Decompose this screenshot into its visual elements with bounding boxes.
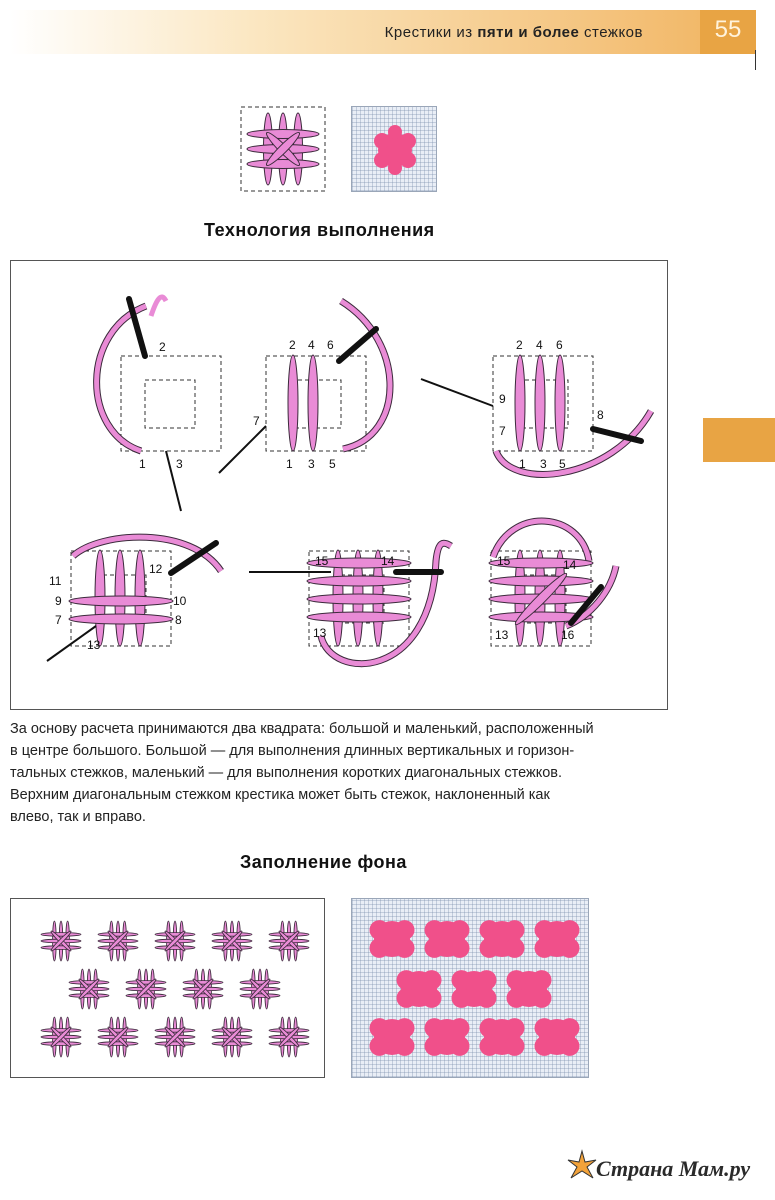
step-2-label-3: 3 [308,457,315,471]
step-6-label-15: 15 [497,554,511,568]
page-number: 55 [714,16,742,43]
step-1-diagram: 2 1 3 [93,294,222,512]
fill-stitch-motif [268,920,310,962]
step-4-diagram: 11 9 7 12 10 8 13 [46,533,224,662]
fill-stitch-motif [211,1016,253,1058]
photo-stitch-blob [506,970,552,1008]
step-1-label-2: 2 [159,340,166,354]
fill-pattern-photo [351,898,589,1078]
step-3-label-2: 2 [516,338,523,352]
step-4-label-12: 12 [149,562,163,576]
watermark: Страна Мам.ру [566,1149,766,1190]
page-number-box: 55 [700,10,756,54]
step-6-label-16: 16 [561,628,575,642]
photo-stitch-blob [374,125,416,175]
photo-stitch-blob [534,1018,580,1056]
photo-stitch-blob [369,920,415,958]
step-2-label-7: 7 [253,414,260,428]
page-header-title: Крестики из пяти и более стежков [384,24,643,41]
sample-stitch-diagram [240,106,326,192]
watermark-text: Страна Мам.ру [596,1156,751,1181]
step-2-label-1: 1 [286,457,293,471]
step-4-label-10: 10 [173,594,187,608]
body-text-line-3: тальных стежков, маленький — для выполне… [10,765,563,781]
step-6-label-13: 13 [495,628,509,642]
step-3-label-1: 1 [519,457,526,471]
step-1-label-3: 3 [176,457,183,471]
step-4-label-9: 9 [55,594,62,608]
technology-steps-canvas: 2 1 3 2 4 6 7 1 3 5 [46,294,655,668]
photo-stitch-blob [424,920,470,958]
photo-stitch-blob [479,920,525,958]
step-5-diagram: 15 14 13 [249,539,453,668]
fill-stitch-motif [268,1016,310,1058]
side-tab [703,418,775,462]
body-text-line-2: в центре большого. Большой — для выполне… [10,743,575,759]
step-4-label-8: 8 [175,613,182,627]
fill-stitch-motif [97,920,139,962]
fill-stitch-motif [154,1016,196,1058]
technology-steps-frame: 2 1 3 2 4 6 7 1 3 5 [10,260,668,710]
step-3-label-7: 7 [499,424,506,438]
step-6-label-14: 14 [563,558,577,572]
fill-stitch-motif [40,920,82,962]
step-5-label-14: 14 [381,554,395,568]
step-6-diagram: 15 14 13 16 [488,517,620,647]
step-5-label-13: 13 [313,626,327,640]
step-3-label-3: 3 [540,457,547,471]
sample-stitch-motif [246,112,320,186]
margin-line [755,50,756,70]
photo-stitch-blob [534,920,580,958]
step-2-label-5: 5 [329,457,336,471]
photo-stitch-blob [451,970,497,1008]
step-3-label-9: 9 [499,392,506,406]
body-text: За основу расчета принимаются два квадра… [10,718,670,828]
step-1-label-1: 1 [139,457,146,471]
section-heading-fill: Заполнение фона [240,852,407,872]
fill-stitch-motif [154,920,196,962]
fill-stitch-motif [211,920,253,962]
fill-pattern-diagram-frame [10,898,325,1078]
step-4-label-11: 11 [49,574,62,588]
step-3-label-4: 4 [536,338,543,352]
fill-stitch-motif [239,968,281,1010]
sample-stitch-photo [351,106,437,192]
photo-stitch-blob [369,1018,415,1056]
body-text-line-4: Верхним диагональным стежком крестика мо… [10,787,550,803]
header-bar [10,10,700,54]
step-4-label-7: 7 [55,613,62,627]
star-logo-icon [567,1149,597,1179]
section-heading-technology: Технология выполнения [204,220,435,240]
photo-stitch-blob [479,1018,525,1056]
step-2-label-4: 4 [308,338,315,352]
step-5-label-15: 15 [315,554,329,568]
step-3-label-5: 5 [559,457,566,471]
fill-stitch-motif [182,968,224,1010]
step-3-label-8: 8 [597,408,604,422]
body-text-line-5: влево, так и вправо. [10,809,146,825]
step-2-diagram: 2 4 6 7 1 3 5 [218,298,394,474]
photo-stitch-blob [396,970,442,1008]
step-2-label-6: 6 [327,338,334,352]
fill-photo-stitches [369,920,580,1056]
fill-pattern-diagram [40,920,310,1058]
step-2-label-2: 2 [289,338,296,352]
fill-stitch-motif [125,968,167,1010]
fill-stitch-motif [68,968,110,1010]
fill-stitch-motif [97,1016,139,1058]
step-4-label-13: 13 [87,638,101,652]
step-3-label-6: 6 [556,338,563,352]
photo-stitch-blob [424,1018,470,1056]
step-3-diagram: 2 4 6 9 7 8 1 3 5 [420,338,655,478]
body-text-line-1: За основу расчета принимаются два квадра… [10,721,594,737]
fill-stitch-motif [40,1016,82,1058]
